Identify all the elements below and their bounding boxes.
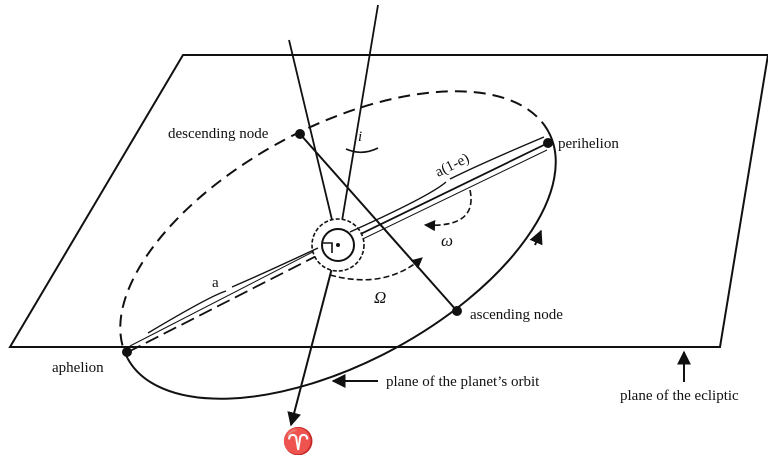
orbit-solid-arc bbox=[126, 131, 557, 400]
long-asc-node-label: Ω bbox=[374, 288, 386, 307]
ecliptic-normal bbox=[337, 4, 379, 246]
inclination-label: i bbox=[358, 129, 362, 145]
Omega-arc bbox=[329, 257, 423, 281]
ecliptic-plane-label: plane of the ecliptic bbox=[620, 388, 739, 404]
descending-node-point bbox=[295, 129, 305, 139]
ascending-node-label: ascending node bbox=[470, 307, 563, 323]
orbit-normal bbox=[288, 39, 339, 246]
vernal-equinox-symbol: ♈ bbox=[282, 426, 314, 455]
orbit-plane-label: plane of the planet’s orbit bbox=[386, 374, 540, 390]
major-axis-dashed bbox=[127, 244, 339, 353]
sun-symbol bbox=[311, 218, 365, 272]
arg-periapsis-label: ω bbox=[441, 231, 453, 250]
descending-node-label: descending node bbox=[168, 126, 269, 142]
aphelion-point bbox=[122, 347, 132, 357]
ascending-node-point bbox=[452, 306, 462, 316]
major-axis-solid bbox=[337, 142, 549, 246]
perihelion-distance-label: a(1-e) bbox=[433, 151, 472, 181]
semi-major-axis-brace bbox=[147, 247, 319, 334]
inclination-arc bbox=[345, 147, 379, 154]
vernal-equinox-arrow bbox=[287, 244, 339, 427]
omega-arc bbox=[423, 189, 472, 232]
orbit-dashed-arc bbox=[119, 90, 550, 359]
aphelion-label: aphelion bbox=[52, 360, 104, 376]
orbit-direction-arrow bbox=[529, 229, 543, 246]
semi-major-axis-label: a bbox=[212, 275, 219, 291]
perihelion-label: perihelion bbox=[558, 136, 619, 152]
perihelion-distance-brace bbox=[349, 136, 545, 233]
ecliptic-plane bbox=[8, 54, 768, 348]
perihelion-point bbox=[543, 138, 553, 148]
line-of-nodes bbox=[299, 133, 458, 312]
